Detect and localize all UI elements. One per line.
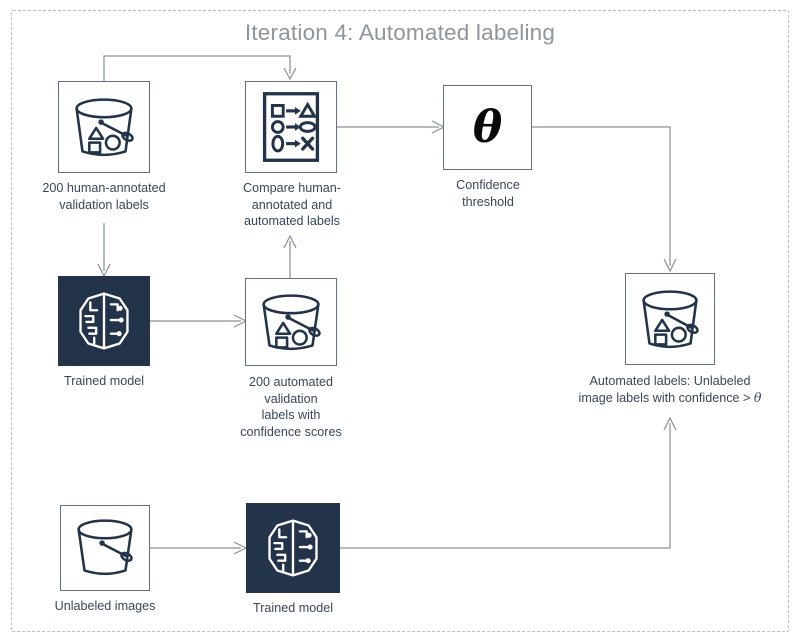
node-automated-labels-caption: Automated labels: Unlabeled image labels … [558,373,782,406]
automated-labels-theta: θ [753,389,762,405]
bucket-plain-icon [60,505,150,591]
node-trained-model-bottom-caption: Trained model [252,601,334,615]
node-trained-model-top-caption: Trained model [63,374,145,388]
node-unlabeled-images-caption: Unlabeled images [54,599,156,613]
brain-circuit-icon [246,503,340,593]
theta-symbol: θ [472,102,503,153]
diagram-dashed-frame [11,10,789,632]
node-compare-caption: Compare human- annotated and automated l… [243,181,341,228]
compare-labels-icon [245,81,337,173]
automated-labels-line1: Automated labels: Unlabeled [589,374,751,388]
theta-threshold-box: θ [443,85,532,170]
node-threshold-caption: Confidence threshold [456,178,520,209]
automated-labels-line2: image labels with confidence > [578,390,754,405]
bucket-with-shapes-icon [245,278,337,366]
bucket-with-shapes-icon [625,273,715,365]
bucket-with-shapes-icon [58,81,150,173]
node-auto-validation-labels-caption: 200 automated validation labels with con… [240,375,342,439]
node-human-labels-caption: 200 human-annotated validation labels [42,181,166,212]
diagram-title: Iteration 4: Automated labeling [244,20,556,45]
brain-circuit-icon [58,276,150,366]
